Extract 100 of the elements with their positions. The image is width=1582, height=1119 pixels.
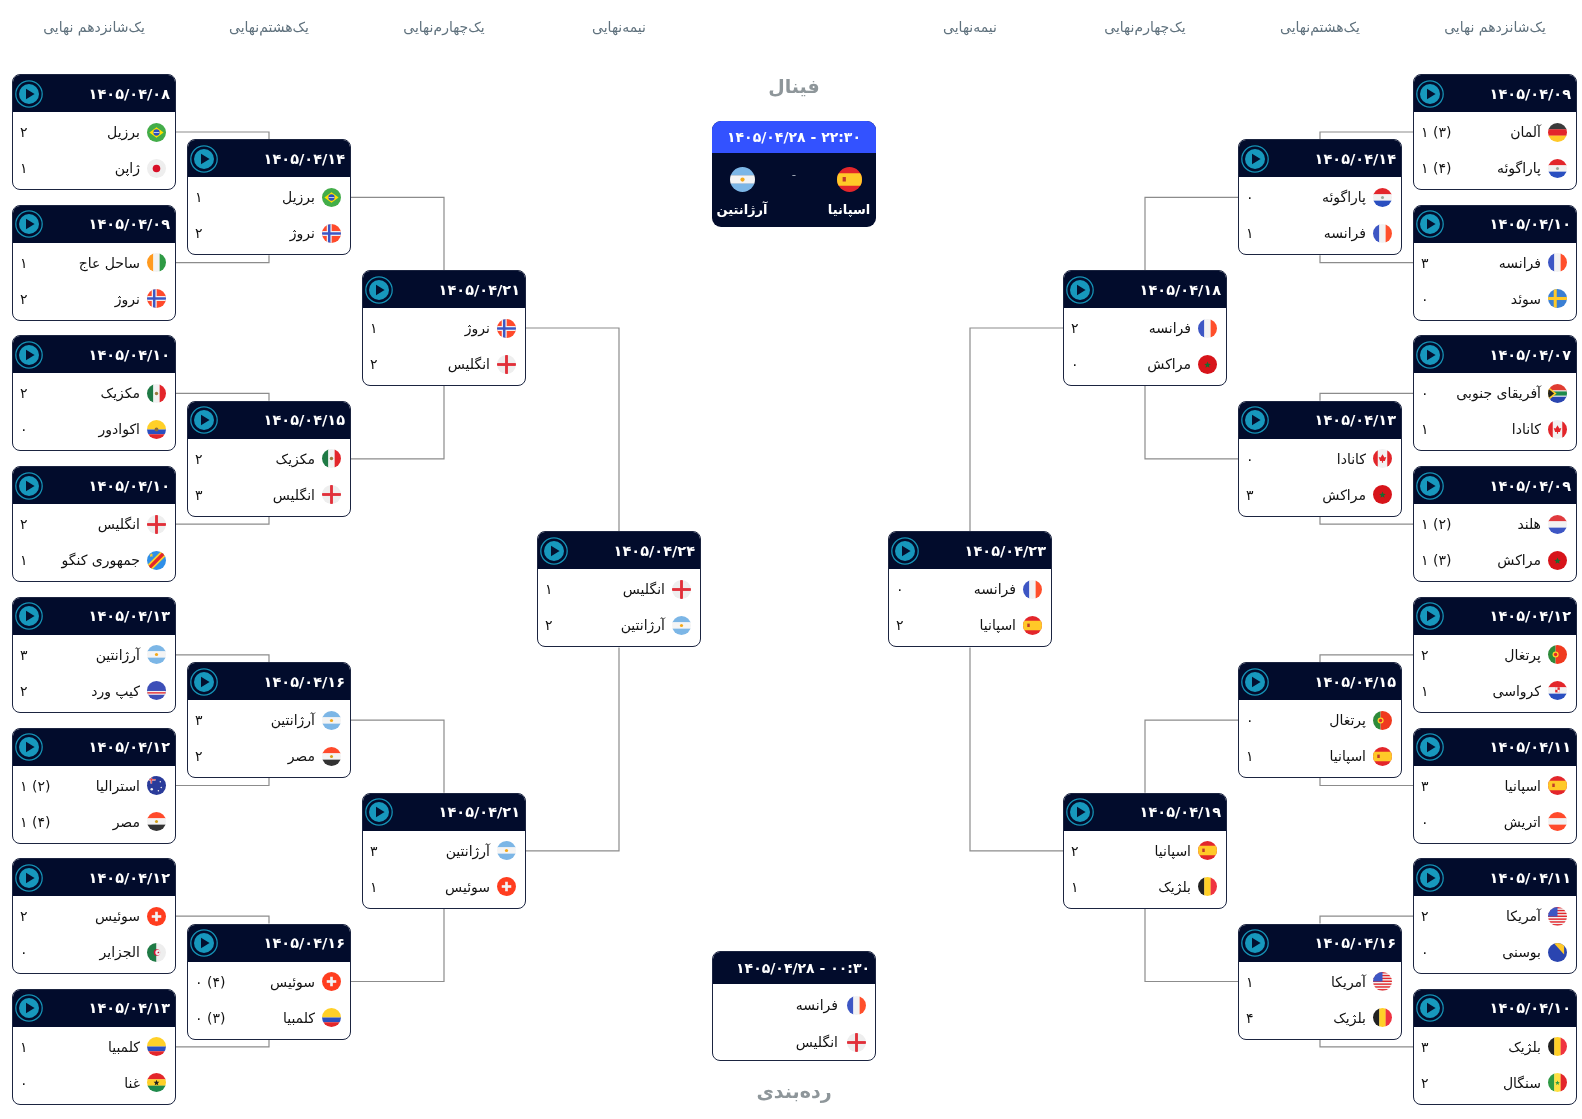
team-score: ۲ [20,681,28,700]
bracket-line [1144,908,1239,983]
team-name: پاراگوئه [1321,188,1366,207]
round-heading: نیمه‌نهایی [592,18,646,36]
team-name: فرانسه [1148,319,1191,337]
team-score: ۲ [370,355,378,373]
match-card [1238,662,1402,779]
match-card [12,858,176,975]
team-name: هلند [1517,515,1541,534]
match-date: ۱۴۰۵/۰۴/۱۰ [88,476,170,495]
bracket-line [350,908,445,983]
team-name: نروژ [289,224,315,243]
team-name: سوئیس [95,907,140,926]
match-card [1413,727,1577,844]
team-name: برزیل [282,188,315,207]
round-heading: نیمه‌نهایی [943,18,997,36]
bracket-line [969,327,1064,532]
match-date: ۱۴۰۵/۰۴/۱۹ [1139,803,1221,822]
match-date: ۱۴۰۵/۰۴/۱۰ [1489,999,1571,1018]
team-score: ۱ [370,877,378,896]
team-name: اکوادور [98,420,140,439]
match-date: ۱۴۰۵/۰۴/۱۴ [263,149,345,168]
team-score: ۳ [370,841,378,860]
round-title: رده‌بندی [756,1079,832,1103]
team-score: ۰ [896,580,904,599]
match-card [537,531,701,648]
bracket-line [1319,1038,1414,1048]
team-score: ۲ [1421,1073,1429,1092]
match-date: ۱۴۰۵/۰۴/۱۳ [88,999,170,1018]
team-score: ۲ [20,515,28,534]
match-card [12,988,176,1105]
bracket-line [525,327,620,532]
bracket-line [1319,654,1414,663]
match-date: ۱۴۰۵/۰۴/۱۶ [263,934,345,952]
team-name: بوسنی [1502,943,1541,962]
team-name: کلمبیا [282,1008,315,1027]
team-score: ۳ [195,711,203,730]
match-date: ۱۴۰۵/۰۴/۱۴ [1314,149,1396,168]
team-name: غنا [124,1073,140,1092]
match-card [1413,596,1577,713]
match-date: ۱۴۰۵/۰۴/۰۹ [1489,476,1571,495]
team-score: ۲ [195,747,203,766]
match-card [12,727,176,844]
team-score: ۱ [1071,877,1079,896]
match-date: ۱۴۰۵/۰۴/۲۴ [613,541,695,560]
team-name: اسپانیا [979,616,1016,635]
team-score: ۲ [20,907,28,926]
team-name: آمریکا [1331,972,1366,991]
team-name: بلژیک [1158,877,1191,896]
team-score: ۱ [20,159,28,177]
match-card [12,204,176,321]
match-card [1238,400,1402,517]
team-score: ۳ [1246,485,1254,504]
team-score: ۲ [20,289,28,308]
team-name: سنگال [1502,1073,1541,1092]
team-score: ۲ [195,449,203,468]
team-name: آلمان [1510,123,1541,141]
team-name: پرتغال [1329,711,1366,730]
team-score: ۰ [1246,449,1254,468]
team-name: کیپ ورد [91,681,140,700]
team-name: برزیل [107,123,140,141]
bracket-line [350,719,445,794]
team-name: کرواسی [1492,681,1541,700]
team-name: مکزیک [275,449,315,468]
team-name: استرالیا [95,776,140,795]
match-card [888,531,1052,648]
bracket-line [175,254,270,264]
team-score: ۲ [20,123,28,141]
team-score: ۰ [1421,812,1429,831]
team-name: بلژیک [1508,1037,1541,1056]
team-name: پرتغال [1504,645,1541,664]
team-score: ۰ (۴) [195,972,226,991]
team-score: ۲ [20,384,28,403]
bracket-line [175,915,270,925]
team-name: مصر [287,747,315,766]
match-date: ۱۴۰۵/۰۴/۱۱ [1489,868,1571,887]
match-card [1413,988,1577,1105]
round-heading: یک‌هشتم‌نهایی [1280,18,1360,36]
match-date: ۱۴۰۵/۰۴/۱۰ [1489,215,1571,234]
match-date: ۱۴۰۵/۰۴/۱۳ [1314,411,1396,430]
match-date: ۱۴۰۵/۰۴/۰۷ [1489,345,1571,364]
match-card [1413,466,1577,583]
match-date: ۱۴۰۵/۰۴/۲۸ - ۰۰:۳۰ [736,959,870,977]
team-score: ۳ [1421,776,1429,795]
match-card [1238,139,1402,256]
match-card [1413,74,1577,190]
team-name: اتریش [1503,812,1541,831]
team-score: ۰ [1246,188,1254,207]
match-card [187,139,351,256]
team-score: ۲ [545,616,553,635]
bracket-line [1319,777,1414,787]
bracket-line [1319,254,1414,264]
team-score: ۱ [545,580,553,599]
bracket-line [1144,719,1239,794]
team-score: ۲ [1071,319,1079,337]
team-name: کلمبیا [107,1037,140,1056]
match-date: ۱۴۰۵/۰۴/۲۳ [964,541,1046,560]
team-score: ۲ [195,224,203,243]
score-separator: - [791,168,797,182]
bracket-line [525,646,620,852]
